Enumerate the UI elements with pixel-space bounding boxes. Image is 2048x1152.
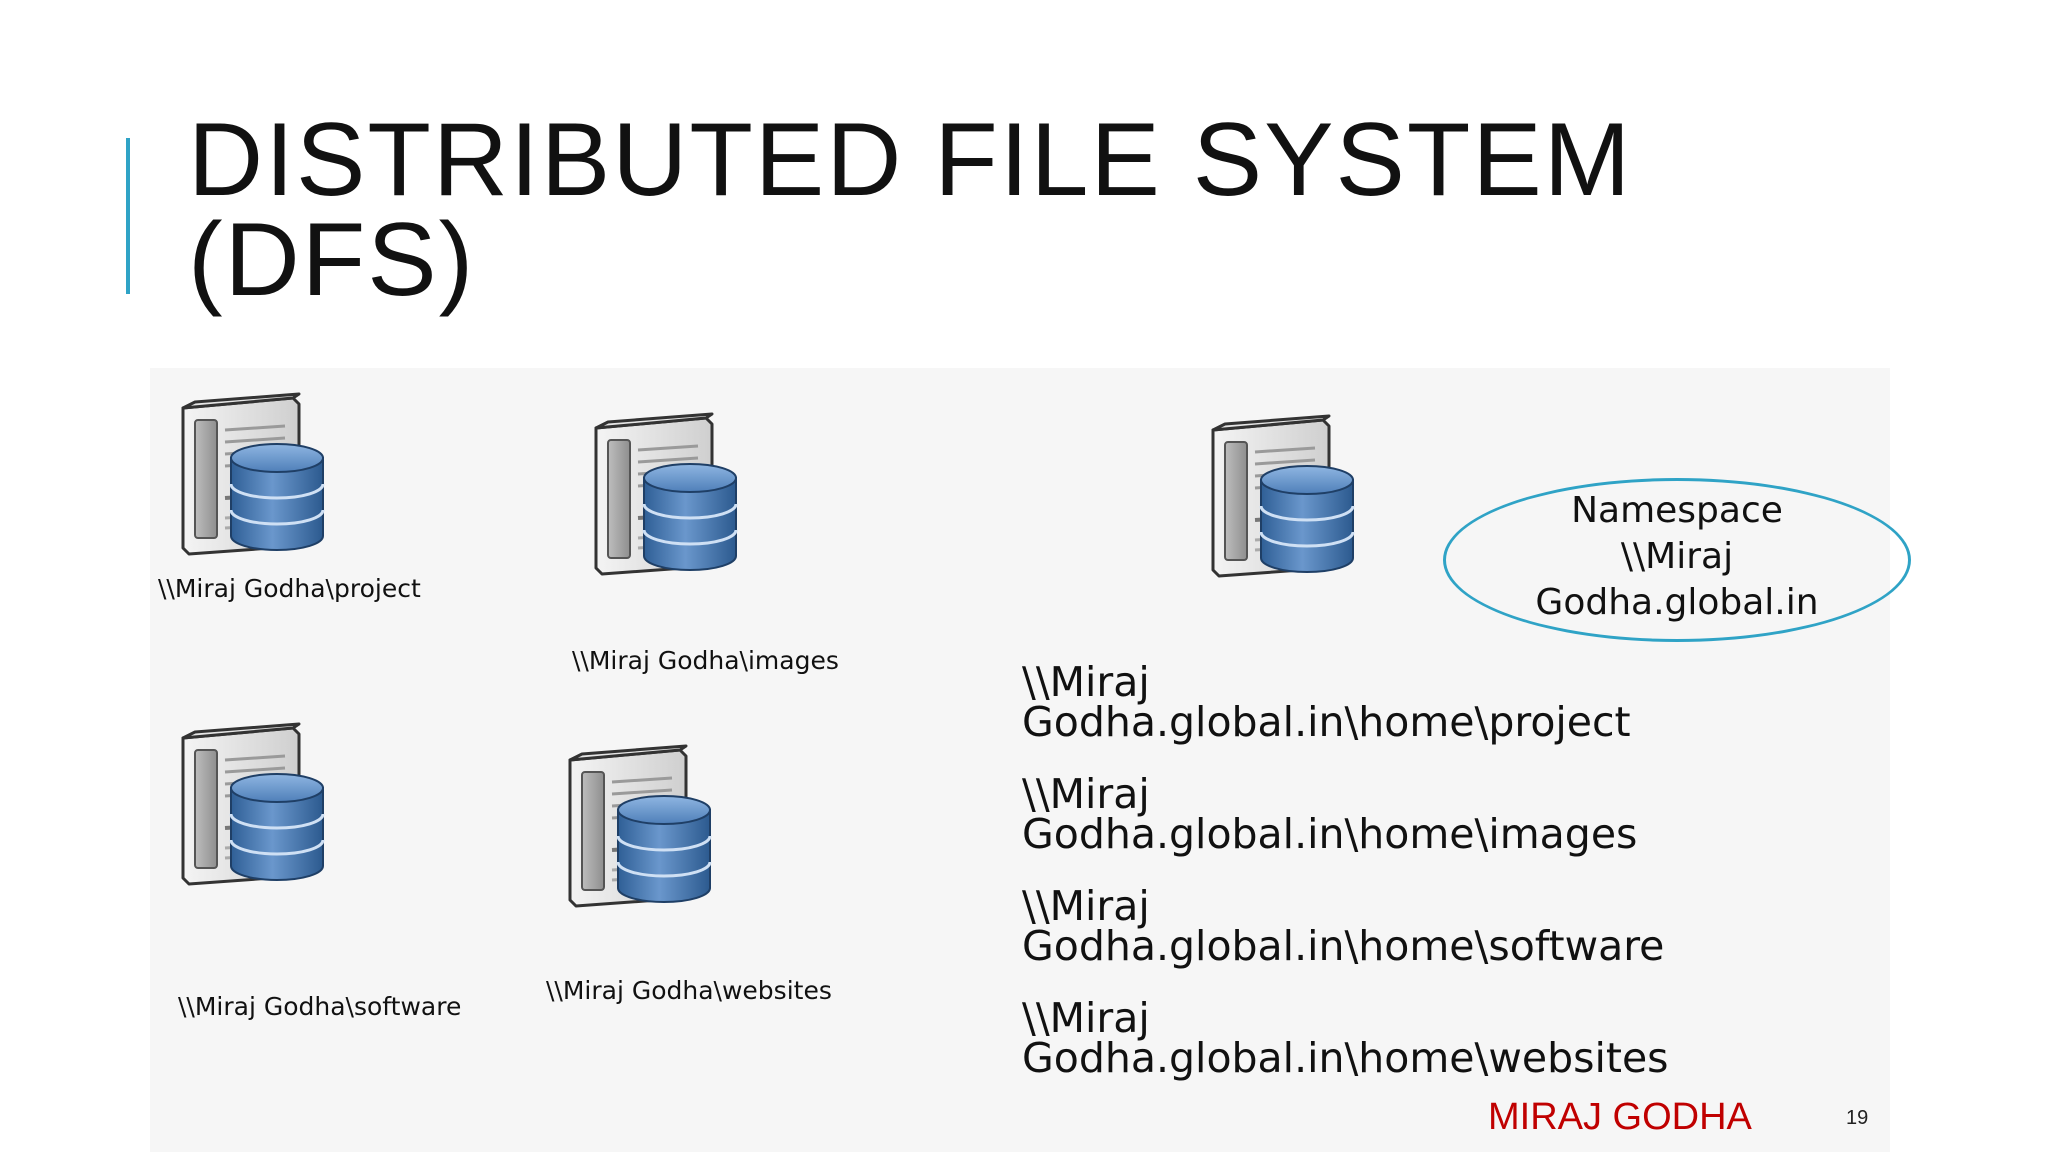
list-item: \\Miraj Godha.global.in\home\project bbox=[1022, 658, 1922, 746]
server-database-icon bbox=[578, 398, 768, 588]
footer-author: MIRAJ GODHA bbox=[1488, 1096, 1752, 1138]
title-accent-bar bbox=[126, 138, 130, 294]
namespace-line-1: Namespace bbox=[1571, 490, 1783, 531]
path-line-2: Godha.global.in\home\websites bbox=[1022, 1034, 1669, 1082]
slide-title-line-1: DISTRIBUTED FILE SYSTEM bbox=[188, 102, 1633, 218]
share-label-websites: \\Miraj Godha\websites bbox=[546, 976, 832, 1005]
server-database-icon bbox=[165, 378, 355, 568]
share-label-software: \\Miraj Godha\software bbox=[178, 992, 462, 1021]
path-line-1: \\Miraj bbox=[1022, 770, 1150, 818]
path-line-2: Godha.global.in\home\project bbox=[1022, 698, 1631, 746]
path-line-2: Godha.global.in\home\software bbox=[1022, 922, 1665, 970]
namespace-label: Namespace \\Miraj Godha.global.in bbox=[1443, 488, 1911, 626]
namespace-line-2: \\Miraj bbox=[1620, 536, 1734, 577]
namespace-oval bbox=[1443, 478, 1911, 642]
server-database-icon bbox=[552, 730, 742, 920]
page-number: 19 bbox=[1846, 1107, 1869, 1129]
server-database-icon bbox=[165, 708, 355, 898]
namespace-line-3: Godha.global.in bbox=[1535, 582, 1819, 623]
path-line-1: \\Miraj bbox=[1022, 882, 1150, 930]
share-label-project: \\Miraj Godha\project bbox=[158, 574, 421, 603]
path-line-2: Godha.global.in\home\images bbox=[1022, 810, 1638, 858]
share-label-images: \\Miraj Godha\images bbox=[572, 646, 839, 675]
slide-title: DISTRIBUTED FILE SYSTEM (DFS) bbox=[188, 102, 1888, 318]
namespace-server-database-icon bbox=[1195, 400, 1385, 590]
namespace-path-list: \\Miraj Godha.global.in\home\project \\M… bbox=[1022, 662, 1922, 1110]
path-line-1: \\Miraj bbox=[1022, 994, 1150, 1042]
list-item: \\Miraj Godha.global.in\home\images bbox=[1022, 770, 1922, 858]
list-item: \\Miraj Godha.global.in\home\websites bbox=[1022, 994, 1922, 1082]
path-line-1: \\Miraj bbox=[1022, 658, 1150, 706]
slide-title-line-2: (DFS) bbox=[188, 202, 476, 318]
list-item: \\Miraj Godha.global.in\home\software bbox=[1022, 882, 1922, 970]
